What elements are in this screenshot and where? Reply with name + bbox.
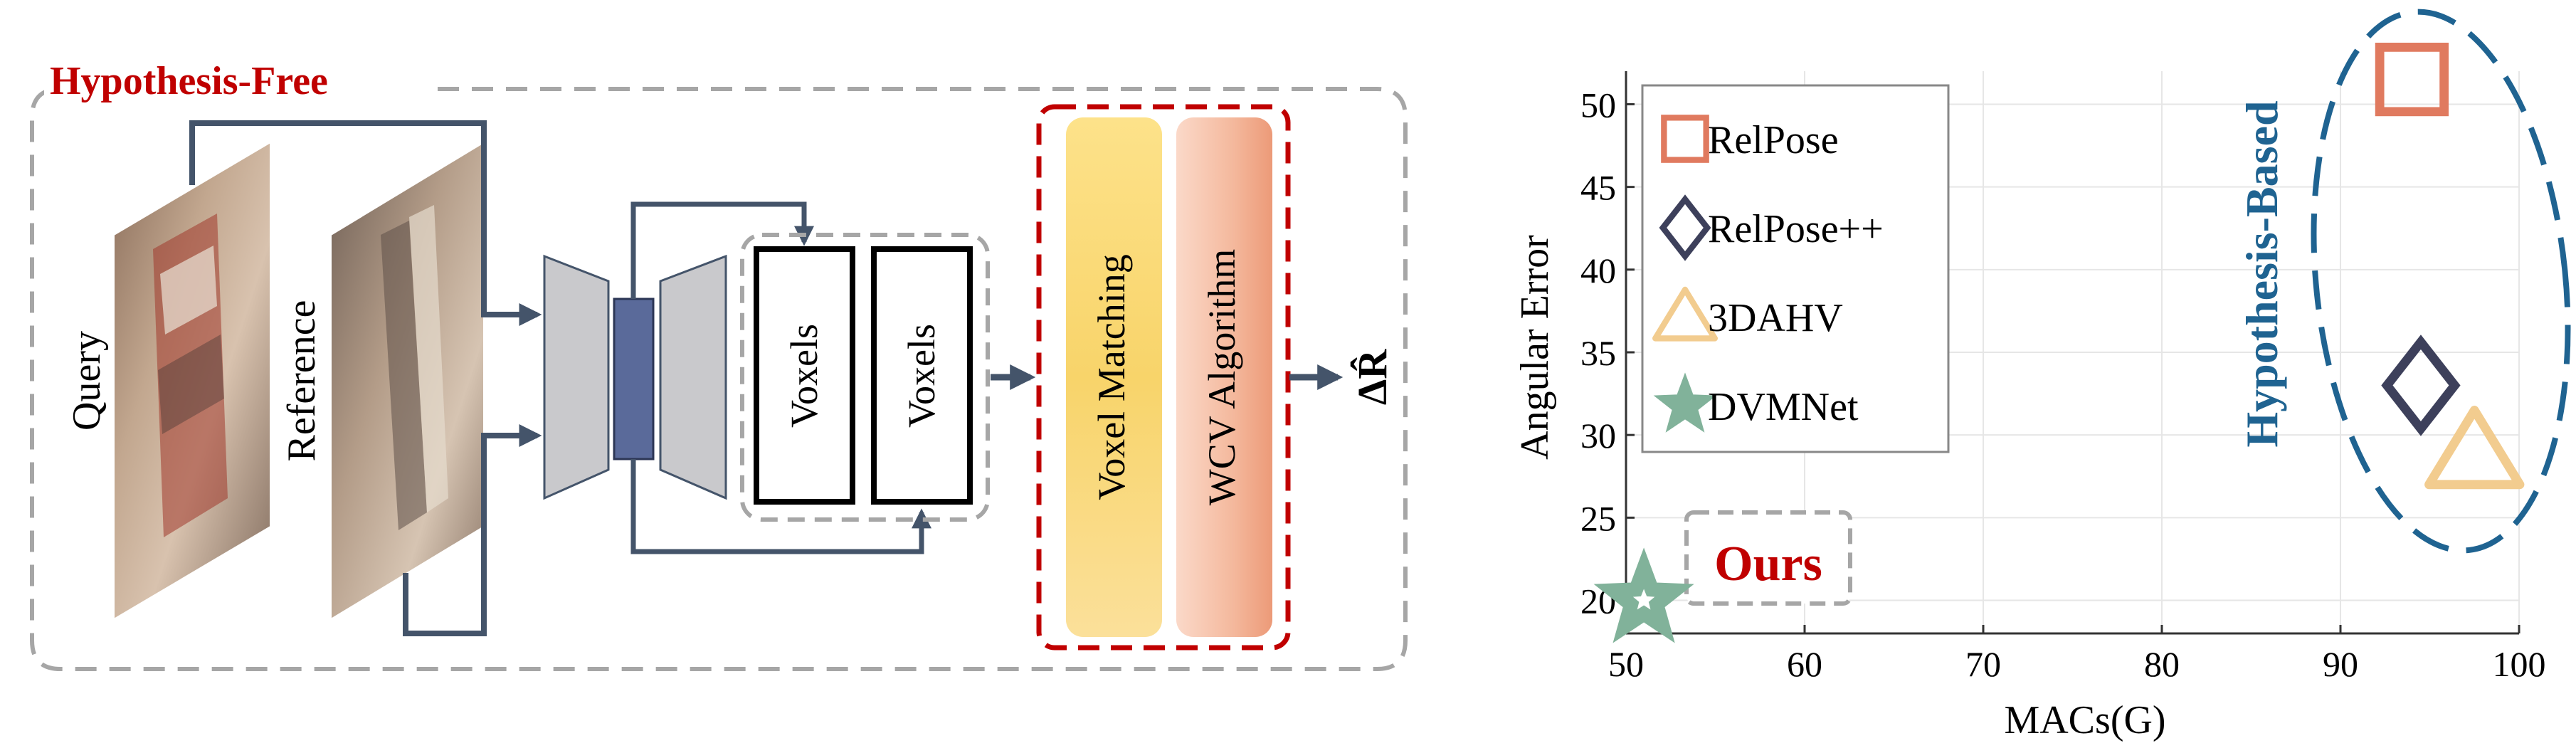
- legend-marker-diamond-icon: [1659, 194, 1711, 261]
- y-tick-label: 40: [1580, 251, 1616, 290]
- voxels-label-2: Voxels: [900, 324, 943, 428]
- query-to-encoder-arrow: [189, 120, 542, 326]
- data-marks: [1593, 42, 2525, 643]
- pipeline-diagram: Hypothesis-Free Query Reference: [30, 59, 1408, 671]
- y-tick-label: 45: [1580, 168, 1616, 208]
- bottleneck-block: [613, 297, 655, 460]
- data-point-star-highlight: [1632, 589, 1655, 610]
- voxel-matching-label: Voxel Matching: [1090, 254, 1133, 500]
- legend-box: [1641, 84, 1950, 453]
- voxel-matching-block: [1066, 117, 1162, 637]
- legend-marker-star-icon: [1653, 372, 1717, 433]
- legend-marker-triangle-icon: [1652, 286, 1718, 342]
- x-tick-label: 70: [1965, 644, 2001, 684]
- y-tick-label: 25: [1580, 498, 1616, 538]
- matching-group: [1036, 104, 1291, 651]
- y-tick-label: 50: [1580, 85, 1616, 125]
- y-tick-label: 35: [1580, 333, 1616, 373]
- hypothesis-free-title: Hypothesis-Free: [50, 59, 328, 103]
- data-point-diamond: [2381, 335, 2461, 436]
- hypothesis-free-frame: [30, 87, 1408, 671]
- encoder-trapezoid: [543, 254, 610, 500]
- voxels-group: [740, 233, 990, 522]
- decoder-trapezoid: [659, 254, 727, 500]
- reference-to-encoder-arrow: [403, 424, 542, 636]
- frame-label-mask: [44, 60, 436, 110]
- output-rotation-label: ΔR̂: [1349, 349, 1395, 405]
- hypothesis-based-ellipse: [2311, 9, 2571, 554]
- legend-label: RelPose: [1708, 118, 1839, 162]
- voxels-box-1: [754, 246, 855, 505]
- data-point-square: [2375, 42, 2449, 117]
- reference-label: Reference: [280, 300, 324, 462]
- x-tick-label: 80: [2144, 644, 2180, 684]
- reference-image: [330, 141, 485, 621]
- voxels-label-1: Voxels: [783, 324, 825, 428]
- ours-box: [1684, 510, 1852, 606]
- voxels-box-2: [871, 246, 973, 505]
- y-tick-label: 30: [1580, 416, 1616, 456]
- x-tick-label: 50: [1608, 644, 1644, 684]
- ours-annotation: Ours: [1714, 537, 1822, 591]
- legend-marker-square-icon: [1661, 115, 1709, 163]
- query-label: Query: [65, 331, 109, 431]
- x-axis-ticks: 50 60 70 80 90 100: [1608, 625, 2546, 684]
- wcv-algorithm-block: [1176, 117, 1272, 637]
- legend-label: DVMNet: [1708, 385, 1859, 429]
- wcv-algorithm-label: WCV Algorithm: [1200, 249, 1243, 506]
- data-point-triangle: [2424, 406, 2525, 490]
- legend-label: 3DAHV: [1708, 296, 1843, 340]
- y-axis-label: Angular Error: [1513, 235, 1557, 460]
- x-tick-label: 100: [2493, 644, 2546, 684]
- skip-top-arrow: [630, 201, 814, 299]
- hypothesis-based-annotation: Hypothesis-Based: [2237, 100, 2287, 447]
- skip-bottom-arrow: [630, 459, 931, 554]
- x-tick-label: 60: [1787, 644, 1822, 684]
- legend-label: RelPose++: [1708, 207, 1884, 251]
- query-image: [113, 141, 271, 621]
- x-axis-label: MACs(G): [2004, 698, 2165, 742]
- x-tick-label: 90: [2323, 644, 2358, 684]
